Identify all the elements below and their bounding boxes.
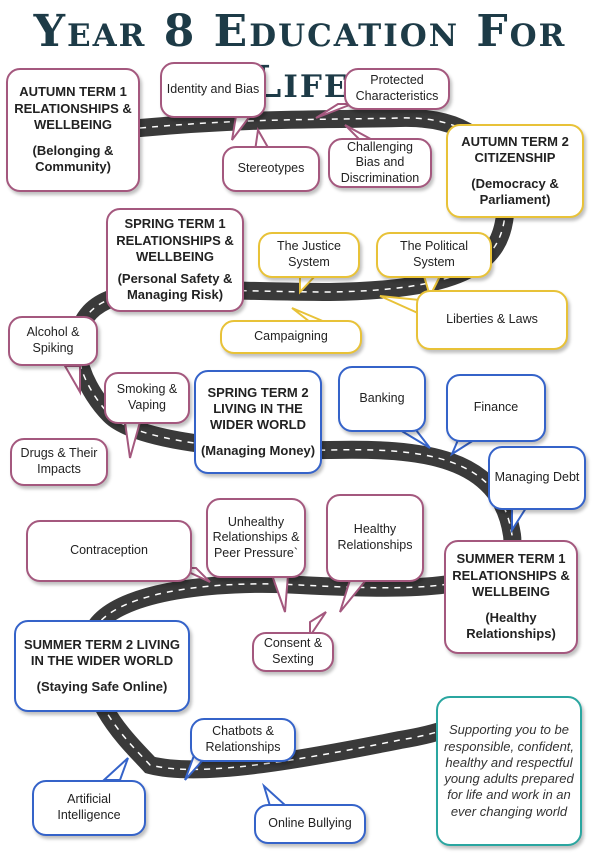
term-spring-2: SPRING TERM 2 LIVING IN THE WIDER WORLD … [194, 370, 322, 474]
topic-campaigning: Campaigning [220, 320, 362, 354]
topic-consent-sexting: Consent & Sexting [252, 632, 334, 672]
topic-artificial-intelligence: Artificial Intelligence [32, 780, 146, 836]
term-summer-2: SUMMER TERM 2 LIVING IN THE WIDER WORLD … [14, 620, 190, 712]
term-name: AUTUMN TERM 2 CITIZENSHIP [461, 133, 569, 165]
term-focus: (Democracy & Parliament) [471, 176, 559, 208]
topic-finance: Finance [446, 374, 546, 442]
term-focus: (Personal Safety & Managing Risk) [117, 271, 233, 303]
term-name: AUTUMN TERM 1 RELATIONSHIPS & WELLBEING [14, 84, 132, 132]
term-autumn-2: AUTUMN TERM 2 CITIZENSHIP (Democracy & P… [446, 124, 584, 218]
term-name: SPRING TERM 2 LIVING IN THE WIDER WORLD [207, 384, 309, 433]
term-name: SUMMER TERM 2 LIVING IN THE WIDER WORLD [23, 636, 180, 668]
term-spring-1: SPRING TERM 1 RELATIONSHIPS & WELLBEING … [106, 208, 244, 312]
term-focus: (Staying Safe Online) [36, 679, 168, 695]
topic-political-system: The Political System [376, 232, 492, 278]
topic-banking: Banking [338, 366, 426, 432]
topic-chatbots: Chatbots & Relationships [190, 718, 296, 762]
topic-healthy-relationships: Healthy Relationships [326, 494, 424, 582]
term-focus: (Healthy Relationships) [466, 610, 556, 642]
topic-challenging-bias: Challenging Bias and Discrimination [328, 138, 432, 188]
term-focus: (Belonging & Community) [32, 143, 114, 175]
topic-alcohol-spiking: Alcohol & Spiking [8, 316, 98, 366]
term-name: SUMMER TERM 1 RELATIONSHIPS & WELLBEING [452, 551, 570, 599]
mission-statement: Supporting you to be responsible, confid… [436, 696, 582, 846]
topic-smoking-vaping: Smoking & Vaping [104, 372, 190, 424]
topic-contraception: Contraception [26, 520, 192, 582]
term-summer-1: SUMMER TERM 1 RELATIONSHIPS & WELLBEING … [444, 540, 578, 654]
page-title: Year 8 Education For Life [33, 6, 567, 108]
topic-justice-system: The Justice System [258, 232, 360, 278]
term-autumn-1: AUTUMN TERM 1 RELATIONSHIPS & WELLBEING … [6, 68, 140, 192]
topic-stereotypes: Stereotypes [222, 146, 320, 192]
term-focus: (Managing Money) [200, 443, 316, 459]
topic-liberties-laws: Liberties & Laws [416, 290, 568, 350]
topic-drugs-impacts: Drugs & Their Impacts [10, 438, 108, 486]
topic-protected-characteristics: Protected Characteristics [344, 68, 450, 110]
term-name: SPRING TERM 1 RELATIONSHIPS & WELLBEING [116, 216, 234, 264]
topic-identity-bias: Identity and Bias [160, 62, 266, 118]
topic-unhealthy-relationships: Unhealthy Relationships & Peer Pressure` [206, 498, 306, 578]
topic-managing-debt: Managing Debt [488, 446, 586, 510]
topic-online-bullying: Online Bullying [254, 804, 366, 844]
